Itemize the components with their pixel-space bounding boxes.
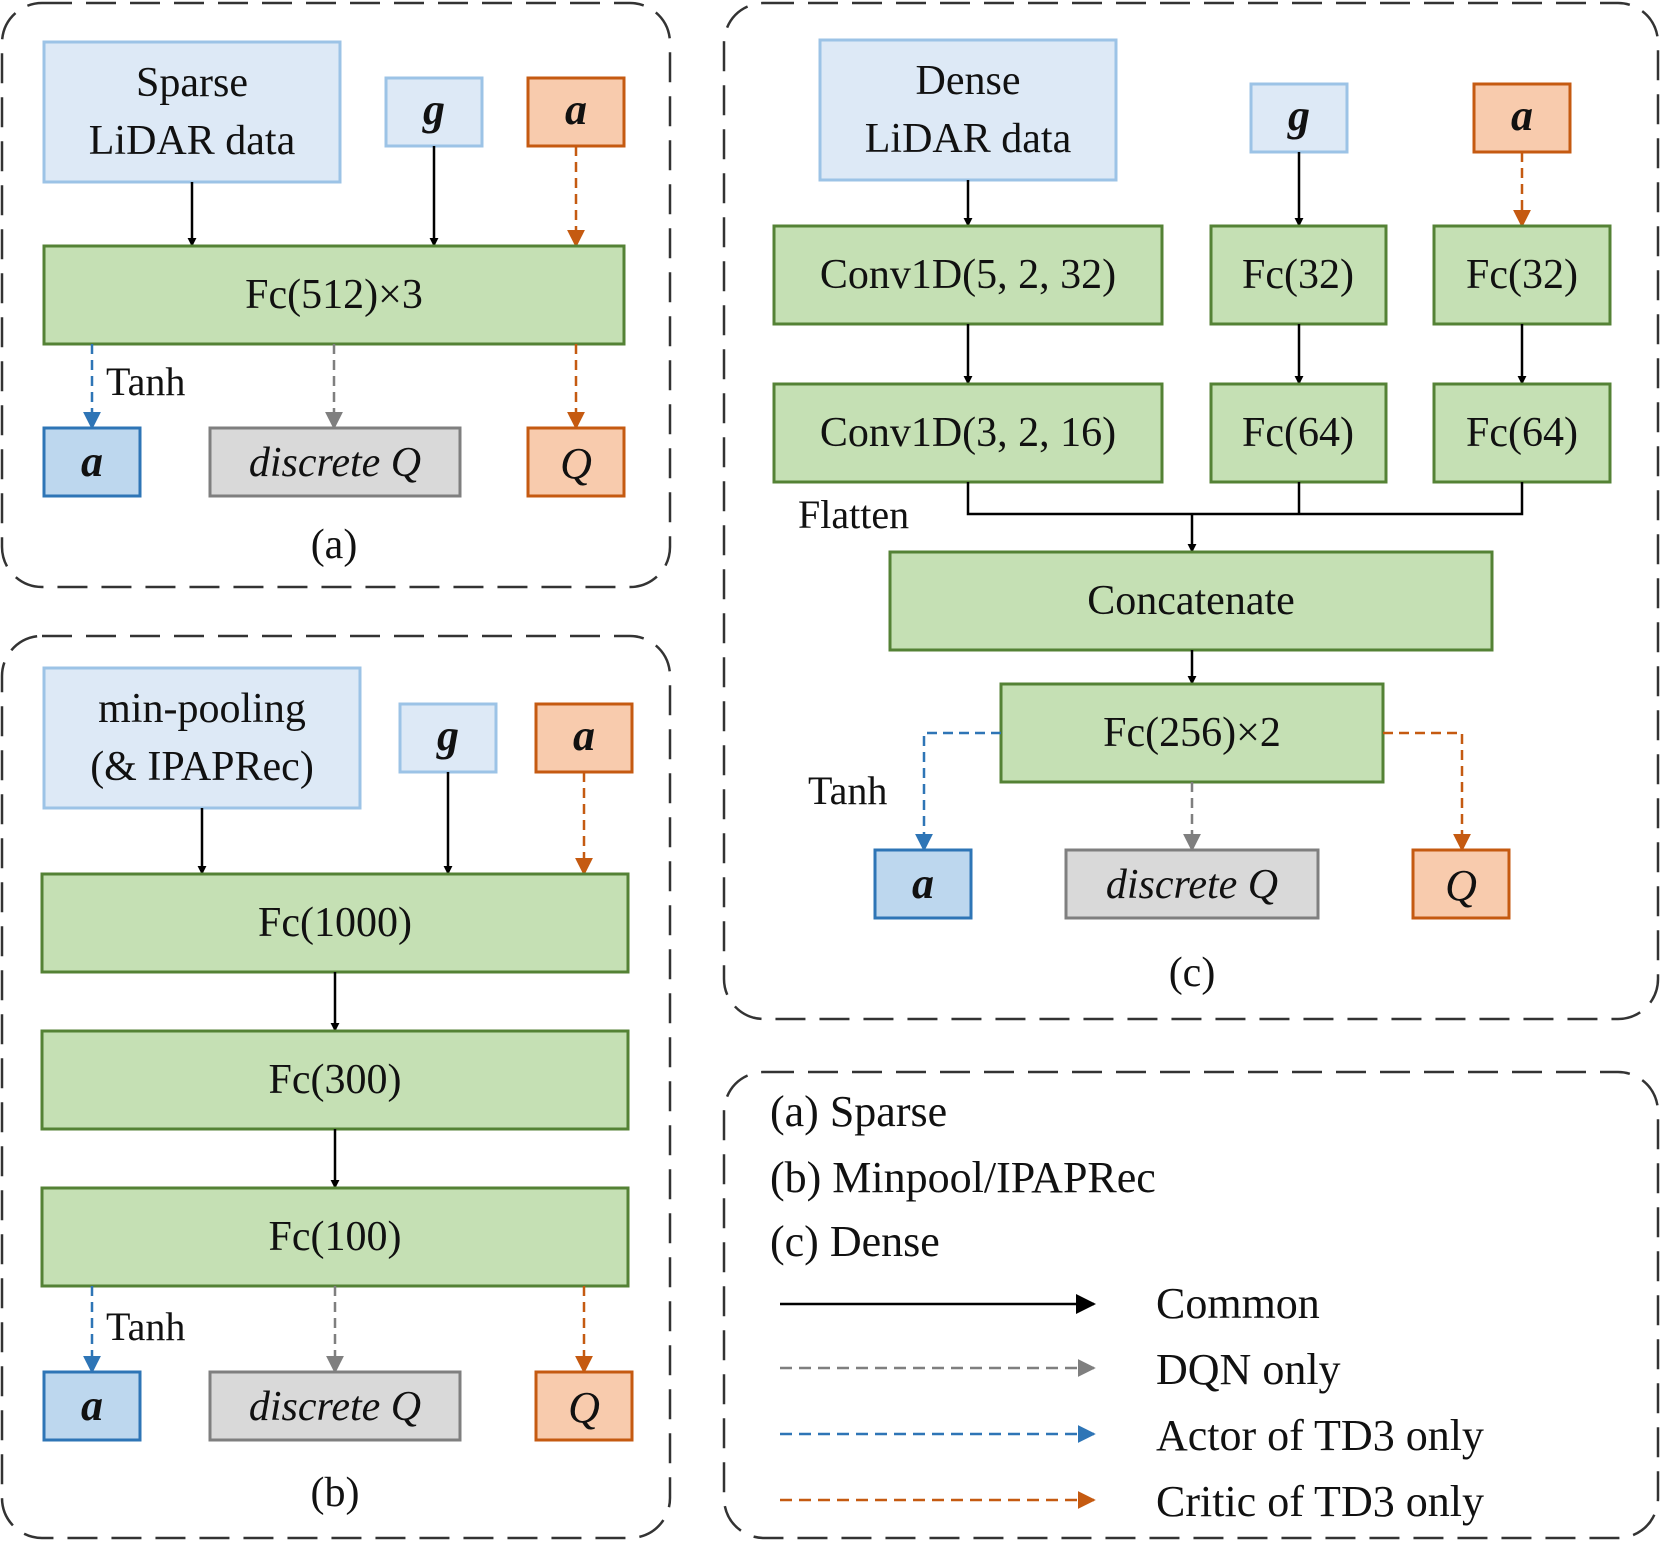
fc-100-layer	[40, 1186, 630, 1288]
action-fc32-layer	[1432, 224, 1612, 326]
critic-output-label: Q	[560, 439, 592, 488]
critic-output-box-b	[534, 1370, 634, 1442]
action-input-box-b	[534, 702, 634, 774]
goal-input-label-c: g	[1287, 91, 1310, 140]
fc-512x3-label: Fc(512)×3	[245, 272, 423, 318]
panel-a: Sparse LiDAR data g a Fc(512)×3 Tanh a d…	[42, 40, 626, 568]
sparse-lidar-input-box	[42, 40, 342, 184]
sparse-lidar-input-line1: Sparse	[136, 60, 248, 106]
goal-input-label-b: g	[436, 711, 459, 760]
flatten-label: Flatten	[798, 492, 909, 537]
legend-actor-label: Actor of TD3 only	[1156, 1411, 1484, 1460]
goal-input-box-c	[1249, 82, 1349, 154]
actor-output-box-c	[873, 848, 973, 920]
action-fc32-label: Fc(32)	[1466, 252, 1578, 298]
sparse-lidar-input-line2: LiDAR data	[89, 118, 296, 164]
fc-256x2-label: Fc(256)×2	[1103, 710, 1281, 756]
legend-critic-label: Critic of TD3 only	[1156, 1477, 1484, 1526]
legend: (a) Sparse (b) Minpool/IPAPRec (c) Dense…	[770, 1087, 1484, 1526]
dense-lidar-input-line2: LiDAR data	[865, 116, 1072, 162]
arrow-critic-out-c	[1383, 731, 1471, 852]
panel-a-frame	[0, 1, 672, 589]
panel-c-caption: (c)	[1169, 950, 1216, 996]
action-input-label-c: a	[1511, 91, 1533, 140]
legend-item-minpool: (b) Minpool/IPAPRec	[770, 1153, 1156, 1202]
panel-c: Dense LiDAR data g a Conv1D(5, 2, 32) Fc…	[772, 38, 1612, 996]
actor-output-label-b: a	[81, 1381, 103, 1430]
fc-300-label: Fc(300)	[269, 1057, 402, 1103]
panel-b-caption: (b)	[311, 1470, 360, 1516]
critic-output-box	[526, 426, 626, 498]
action-input-label-b: a	[573, 711, 595, 760]
concatenate-layer	[888, 550, 1494, 652]
panel-b-frame	[0, 634, 672, 1540]
legend-common-label: Common	[1156, 1279, 1320, 1328]
discrete-q-output-box-c	[1064, 848, 1320, 920]
action-fc64-label: Fc(64)	[1466, 410, 1578, 456]
legend-item-sparse: (a) Sparse	[770, 1087, 947, 1136]
fc-1000-label: Fc(1000)	[258, 900, 412, 946]
action-input-box	[526, 76, 626, 148]
goal-fc32-label: Fc(32)	[1242, 252, 1354, 298]
critic-output-label-c: Q	[1445, 861, 1477, 910]
tanh-label-c: Tanh	[808, 768, 887, 813]
goal-input-label: g	[422, 85, 445, 134]
merge-line	[966, 482, 1524, 516]
min-pooling-input-line2: (& IPAPRec)	[90, 744, 314, 790]
actor-output-label: a	[81, 437, 103, 486]
goal-fc64-label: Fc(64)	[1242, 410, 1354, 456]
fc-100-label: Fc(100)	[269, 1214, 402, 1260]
actor-output-box	[42, 426, 142, 498]
min-pooling-input-line1: min-pooling	[98, 686, 306, 732]
fc-300-layer	[40, 1029, 630, 1131]
discrete-q-output-label-b: discrete Q	[249, 1384, 421, 1430]
panel-c-frame	[722, 1, 1660, 1021]
actor-output-label-c: a	[912, 859, 934, 908]
dense-lidar-input-box	[818, 38, 1118, 182]
discrete-q-output-label-c: discrete Q	[1106, 862, 1278, 908]
conv1d-3-2-16-label: Conv1D(3, 2, 16)	[820, 410, 1116, 456]
panel-a-caption: (a)	[311, 522, 358, 568]
arrow-actor-out-c	[915, 731, 1001, 852]
fc-1000-layer	[40, 872, 630, 974]
action-fc64-layer	[1432, 382, 1612, 484]
goal-fc64-layer	[1209, 382, 1388, 484]
tanh-label-b: Tanh	[106, 1304, 185, 1349]
actor-output-box-b	[42, 1370, 142, 1442]
discrete-q-output-label: discrete Q	[249, 440, 421, 486]
goal-input-box-b	[398, 702, 498, 774]
panel-b: min-pooling (& IPAPRec) g a Fc(1000) Fc(…	[40, 666, 634, 1516]
conv1d-3-2-16-layer	[772, 382, 1164, 484]
legend-dqn-label: DQN only	[1156, 1345, 1341, 1394]
discrete-q-output-box-b	[208, 1370, 462, 1442]
dense-lidar-input-line1: Dense	[916, 58, 1021, 104]
legend-frame	[722, 1070, 1660, 1540]
concatenate-label: Concatenate	[1087, 578, 1295, 624]
critic-output-box-c	[1411, 848, 1511, 920]
critic-output-label-b: Q	[568, 1383, 600, 1432]
action-input-label: a	[565, 85, 587, 134]
legend-item-dense: (c) Dense	[770, 1217, 940, 1266]
tanh-label: Tanh	[106, 359, 185, 404]
discrete-q-output-box	[208, 426, 462, 498]
conv1d-5-2-32-layer	[772, 224, 1164, 326]
min-pooling-input-box	[42, 666, 362, 810]
conv1d-5-2-32-label: Conv1D(5, 2, 32)	[820, 252, 1116, 298]
